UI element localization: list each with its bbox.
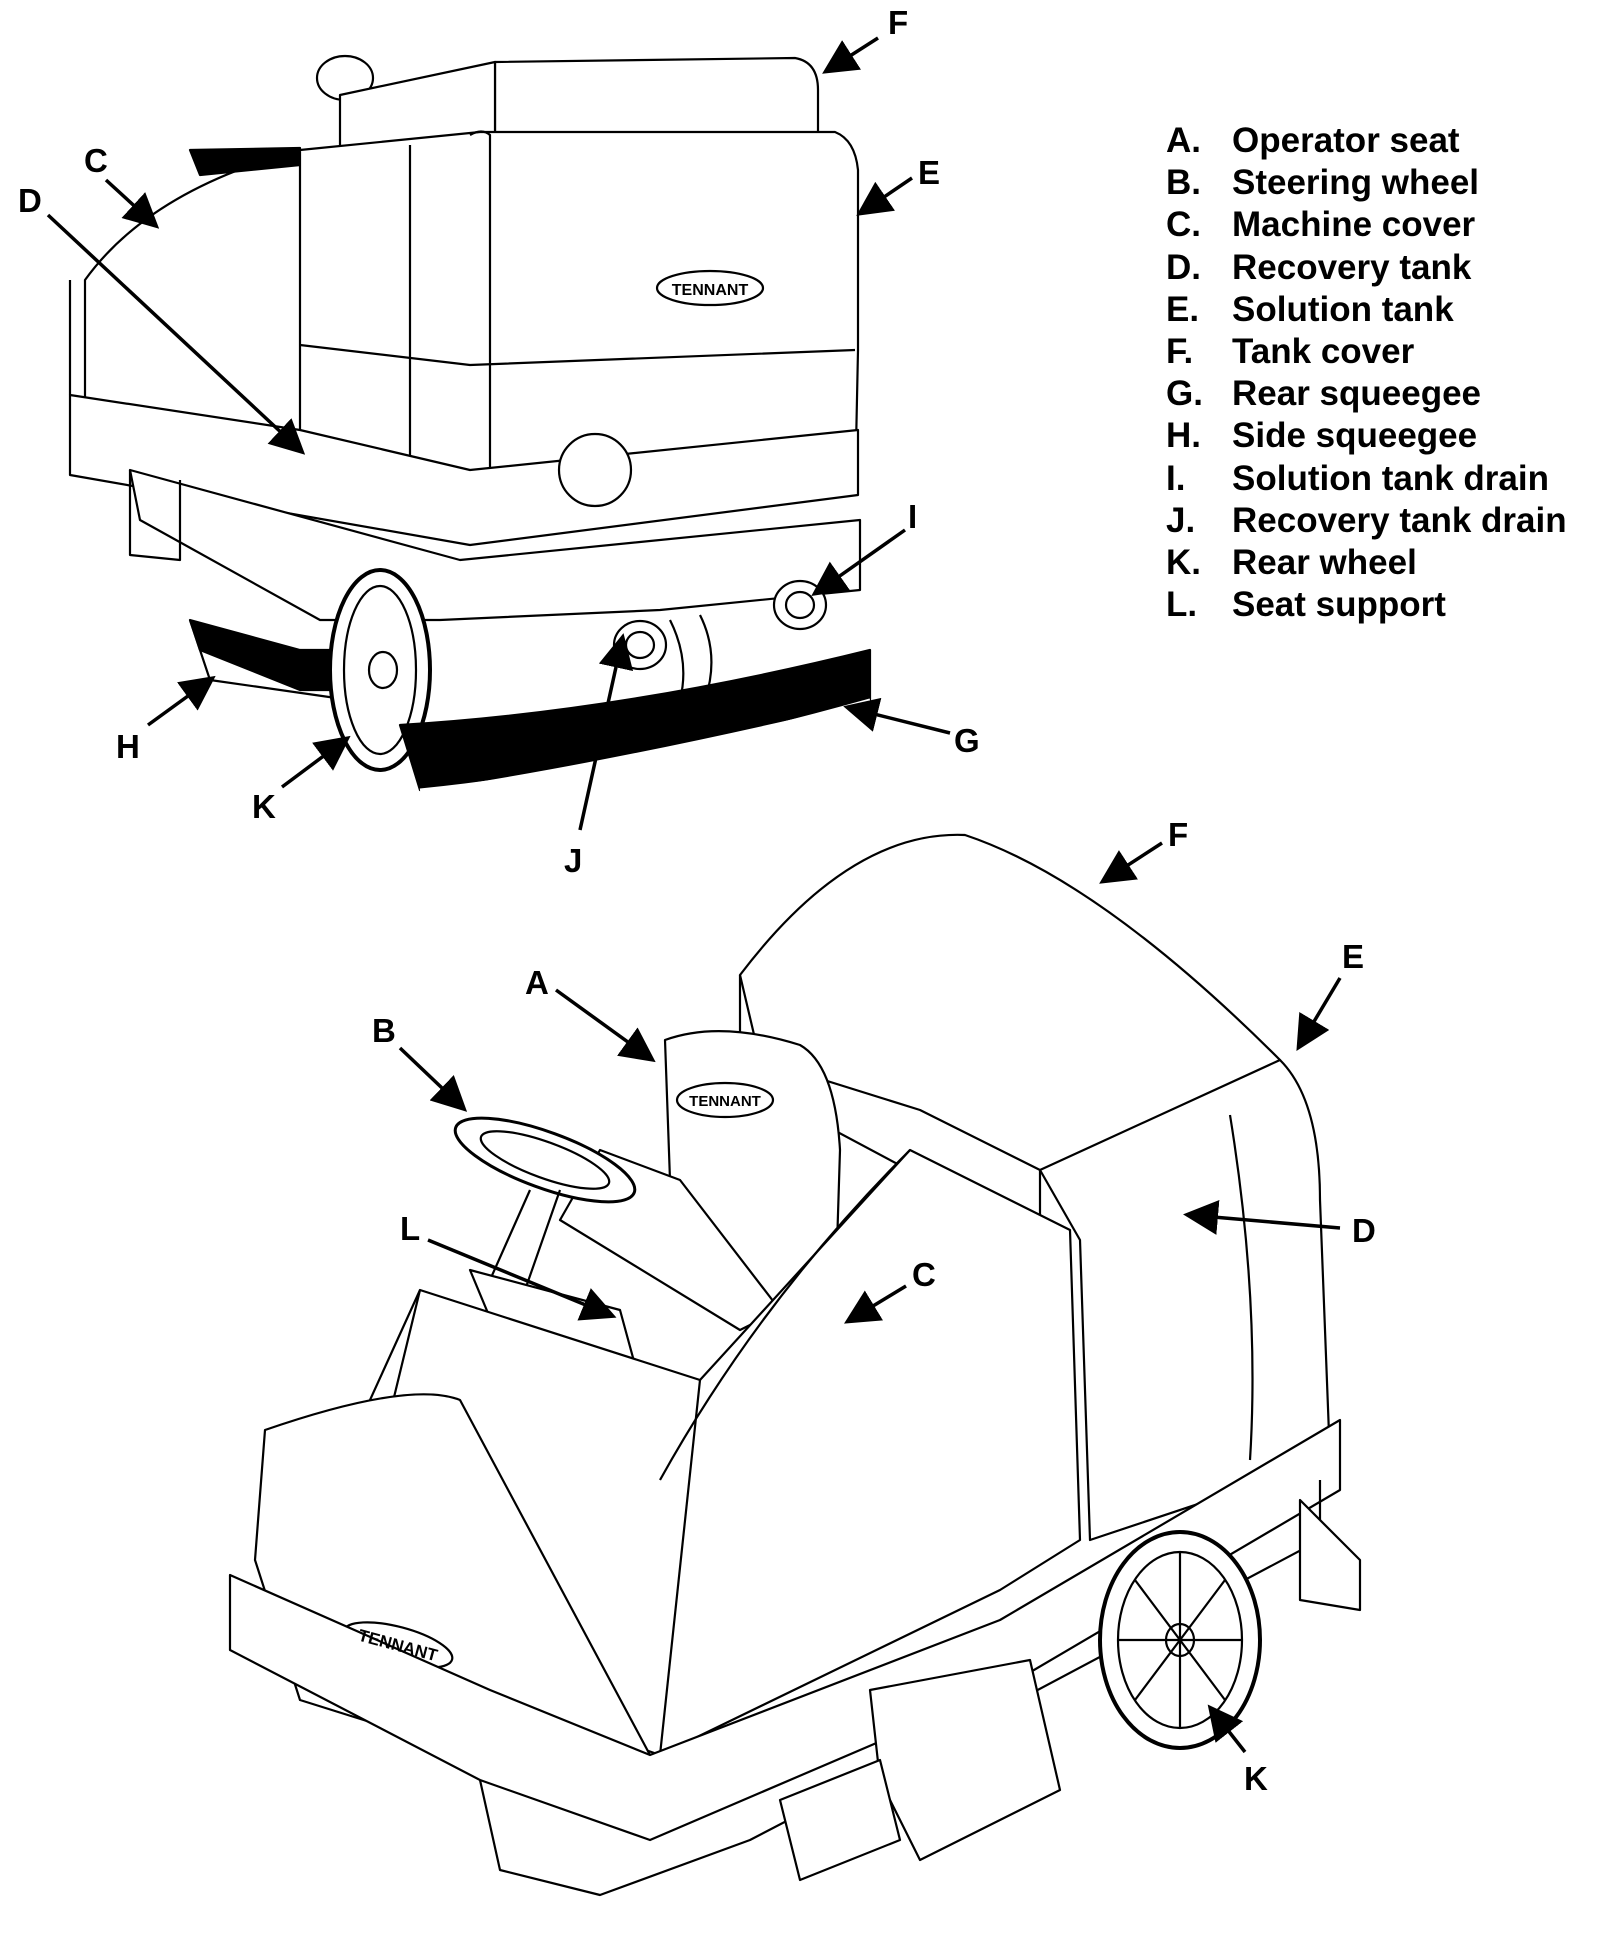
rear-view-rear-wheel bbox=[328, 568, 432, 772]
front-view-seat-logo: TENNANT bbox=[689, 1093, 761, 1110]
front-view-callout-arrows bbox=[398, 841, 1342, 1754]
rear-view-logo-oval bbox=[655, 269, 765, 307]
legend-item-side-squeegee: H.Side squeegee bbox=[1166, 416, 1478, 456]
front-view-callout-l: L bbox=[400, 1210, 420, 1247]
front-view-steering-wheel bbox=[453, 1116, 637, 1204]
rear-view-callout-g: G bbox=[954, 722, 980, 759]
rear-view-solution-drain bbox=[772, 579, 828, 631]
legend-item-machine-cover: C.Machine cover bbox=[1166, 205, 1476, 245]
rear-view-tank-cover bbox=[493, 56, 820, 142]
front-view-callout-e: E bbox=[1342, 938, 1364, 975]
front-view-seat-logo-oval bbox=[675, 1081, 775, 1119]
rear-view-callout-e: E bbox=[918, 154, 940, 191]
front-view-callout-c: C bbox=[912, 1256, 936, 1293]
rear-view-callout-d: D bbox=[18, 182, 42, 219]
rear-view-callout-j: J bbox=[564, 842, 582, 879]
front-view-recovery-tank bbox=[1038, 1058, 1332, 1542]
front-view-bumper bbox=[228, 1418, 1342, 1842]
legend-item-tank-cover: F.Tank cover bbox=[1166, 332, 1415, 372]
rear-view-base bbox=[128, 468, 862, 622]
front-view-rear-squeegee bbox=[1298, 1498, 1362, 1612]
legend-item-recovery-tank: D.Recovery tank bbox=[1166, 247, 1472, 287]
rear-view-callout-f: F bbox=[888, 4, 908, 41]
front-view-callout-f: F bbox=[1168, 816, 1188, 853]
legend-item-solution-tank: E.Solution tank bbox=[1166, 289, 1454, 329]
legend-item-seat-support: L.Seat support bbox=[1166, 585, 1446, 625]
legend-item-steering-wheel: B.Steering wheel bbox=[1166, 163, 1480, 203]
front-view-callout-k: K bbox=[1244, 1760, 1268, 1797]
legend-item-rear-wheel: K.Rear wheel bbox=[1166, 543, 1417, 583]
front-view-callout-d: D bbox=[1352, 1212, 1376, 1249]
parts-legend: A.Operator seat B.Steering wheel C.Machi… bbox=[1166, 120, 1567, 626]
legend-item-operator-seat: A.Operator seat bbox=[1166, 121, 1460, 160]
rear-view-callout-c: C bbox=[84, 142, 108, 179]
rear-view-callout-k: K bbox=[252, 788, 276, 825]
legend-item-solution-tank-drain: I.Solution tank drain bbox=[1166, 458, 1549, 498]
front-view-callout-b: B bbox=[372, 1012, 396, 1049]
front-view-machine bbox=[228, 833, 1362, 1897]
rear-view-machine bbox=[68, 54, 872, 792]
rear-view-callout-arrows bbox=[46, 36, 951, 831]
rear-view-callout-i: I bbox=[908, 498, 917, 535]
legend-item-rear-squeegee: G.Rear squeegee bbox=[1166, 374, 1482, 414]
front-view-tank-cover bbox=[738, 833, 1282, 1172]
rear-view-callout-h: H bbox=[116, 728, 140, 765]
front-view-callout-a: A bbox=[525, 964, 549, 1001]
rear-view-logo: TENNANT bbox=[672, 282, 749, 299]
legend-item-recovery-tank-drain: J.Recovery tank drain bbox=[1166, 500, 1567, 540]
